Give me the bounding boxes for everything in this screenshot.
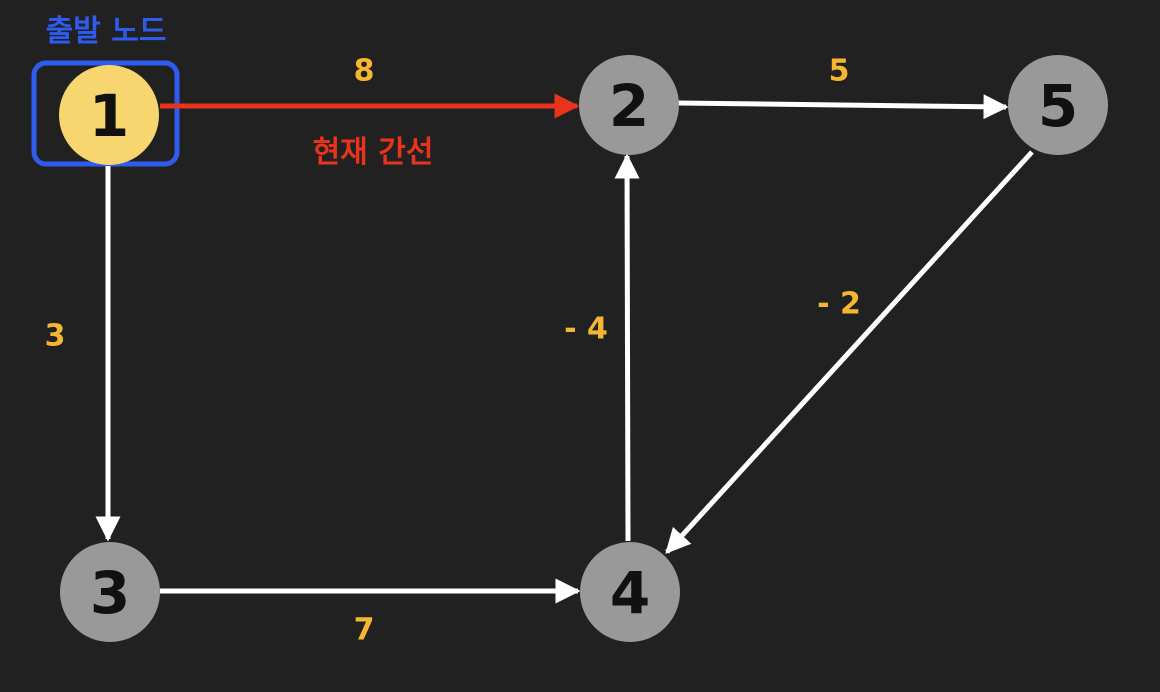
edge-1-2-weight: 8	[353, 53, 375, 89]
node-3: 3	[60, 542, 160, 642]
edge-4-2	[614, 153, 640, 542]
node-2-label: 2	[609, 72, 649, 140]
edge-4-2-weight: - 4	[564, 311, 608, 347]
node-4-label: 4	[610, 559, 650, 627]
node-1: 1	[59, 65, 159, 165]
node-1-label: 1	[89, 82, 129, 150]
node-5-label: 5	[1038, 72, 1078, 140]
node-3-label: 3	[90, 559, 130, 627]
current-edge-label: 현재 간선	[312, 135, 434, 170]
node-5: 5	[1008, 55, 1108, 155]
node-4: 4	[580, 542, 680, 642]
edge-1-3-weight: 3	[44, 318, 66, 354]
edge-3-4-weight: 7	[353, 612, 375, 648]
edge-2-5	[677, 94, 1009, 120]
node-2: 2	[579, 55, 679, 155]
edge-2-5-weight: 5	[828, 53, 850, 89]
start-node-label: 출발 노드	[45, 14, 167, 49]
edge-5-4	[665, 150, 1034, 554]
edge-5-4-weight: - 2	[817, 286, 861, 322]
